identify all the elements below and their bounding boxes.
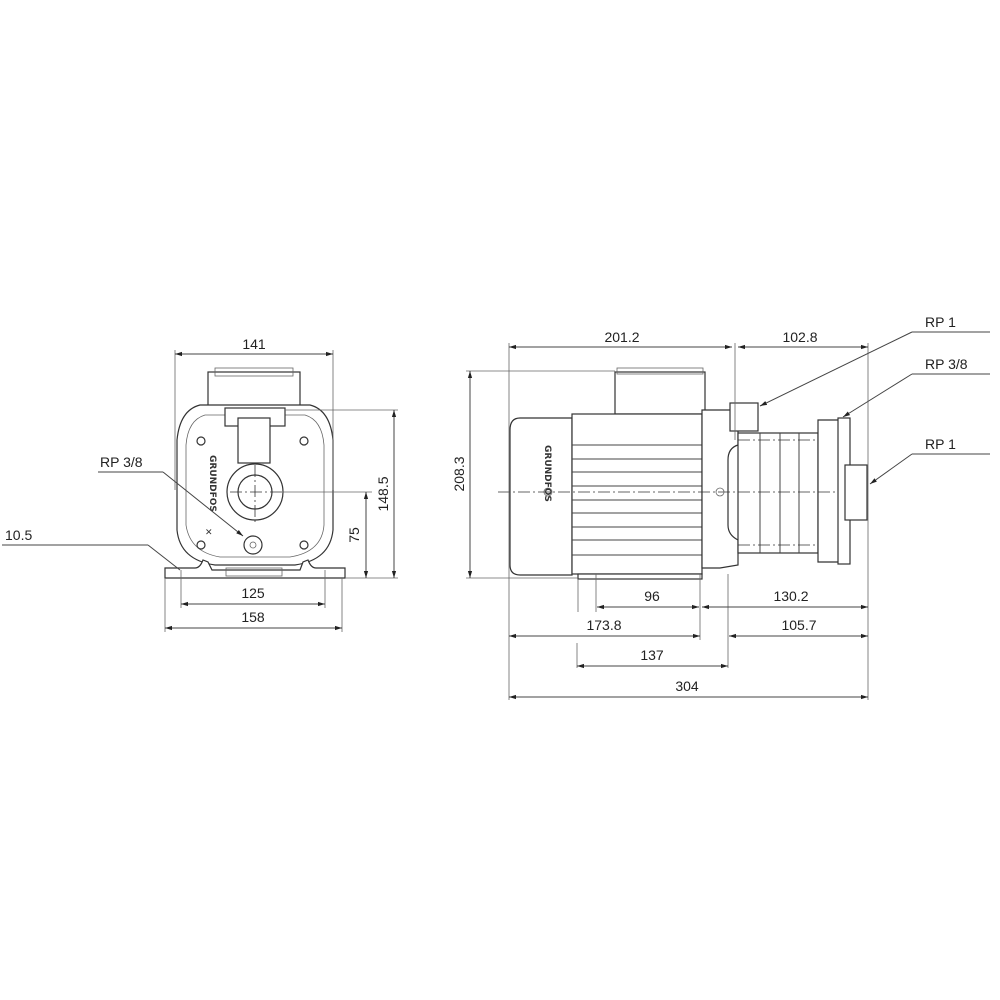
terminal-box-side (614, 371, 706, 415)
base-feet (164, 559, 346, 579)
dim-130-2: 130.2 (773, 588, 808, 604)
callout-rp-3-8-side: RP 3/8 (925, 356, 968, 372)
pump-stages (737, 432, 819, 554)
inlet-port (844, 464, 868, 521)
callout-rp1-top: RP 1 (925, 314, 956, 330)
dim-foot-holes-96: 96 (644, 588, 660, 604)
dim-pump-102-8: 102.8 (782, 329, 817, 345)
dim-foot-10-5: 10.5 (5, 527, 32, 543)
dim-hole-spacing-125: 125 (241, 585, 265, 601)
grundfos-logo-side: GRUNDFOS (542, 445, 552, 502)
grundfos-logo-front: GRUNDFOS (207, 455, 217, 512)
side-view: GRUNDFOS 201.2 102.8 208.3 (451, 314, 990, 700)
dim-height-208-3: 208.3 (451, 456, 467, 491)
dim-height-148-5: 148.5 (375, 476, 391, 511)
top-port (729, 402, 759, 432)
pump-flange (701, 409, 739, 569)
side-base (577, 573, 703, 580)
motor-body (571, 413, 703, 575)
callout-rp1-inlet: RP 1 (925, 436, 956, 452)
dim-foot-length-137: 137 (640, 647, 664, 663)
callout-rp-3-8-front: RP 3/8 (100, 454, 143, 470)
dim-width-141: 141 (242, 336, 266, 352)
grundfos-x-icon: ✕ (205, 528, 213, 538)
dim-motor-201-2: 201.2 (604, 329, 639, 345)
dim-105-7: 105.7 (781, 617, 816, 633)
dim-173-8: 173.8 (586, 617, 621, 633)
fan-cover (509, 417, 573, 576)
dim-overall-304: 304 (675, 678, 699, 694)
dim-axis-height-75: 75 (346, 527, 362, 543)
dim-base-width-158: 158 (241, 609, 265, 625)
front-view: GRUNDFOS ✕ 141 148.5 75 125 158 10.5 (2, 336, 398, 632)
